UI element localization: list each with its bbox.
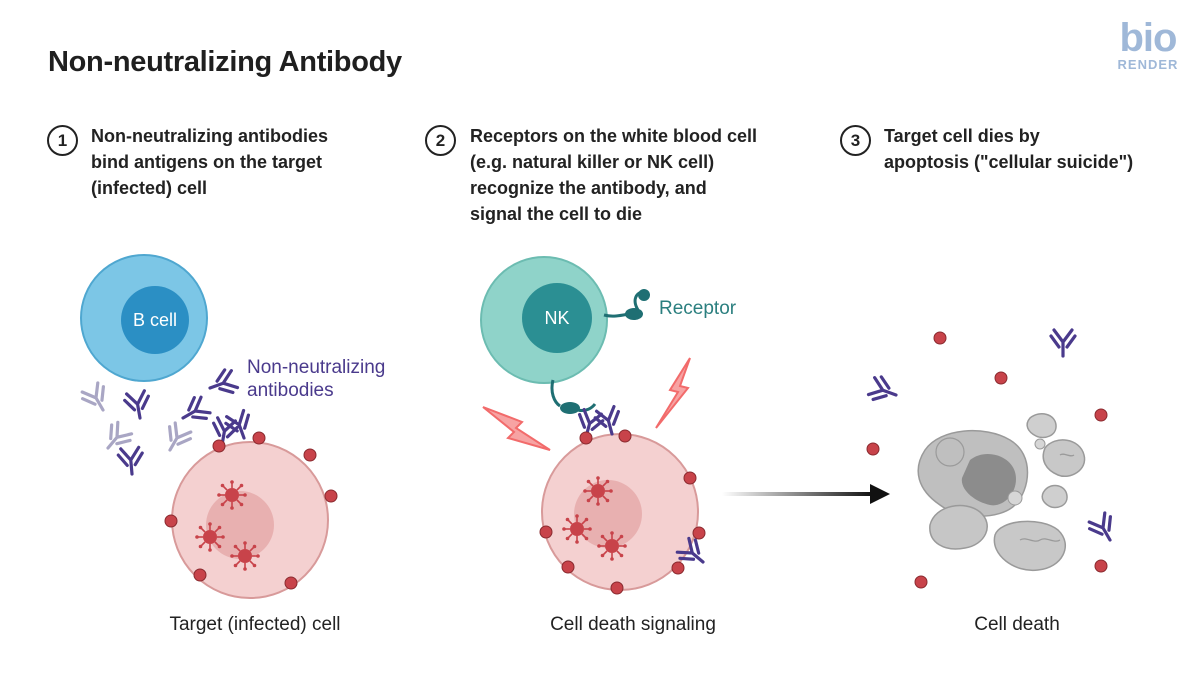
arrow [722, 484, 890, 504]
free-antigens-3 [866, 331, 1108, 589]
nk-label: NK [544, 308, 569, 328]
caption-1: Target (infected) cell [169, 614, 340, 635]
logo-top-text: bio [1119, 16, 1178, 60]
logo-bottom-text: RENDER [1117, 57, 1179, 72]
biorender-logo: bio RENDER [1112, 18, 1184, 72]
step-3-text: Target cell dies by apoptosis ("cellular… [884, 126, 1134, 172]
apoptotic-debris [917, 413, 1086, 571]
nk-cell [480, 256, 608, 384]
caption-2: Cell death signaling [550, 614, 716, 635]
page-title: Non-neutralizing Antibody [48, 46, 402, 78]
antibody-label-line-1: Non-neutralizing [247, 357, 385, 378]
step-1-number: 1 [47, 125, 78, 156]
antibody-label-line-2: antibodies [247, 380, 334, 401]
step-3-number: 3 [840, 125, 871, 156]
lightning-left [482, 406, 551, 451]
caption-3: Cell death [974, 614, 1060, 635]
antigens-1 [164, 431, 338, 590]
receptor-top [603, 289, 650, 320]
step-2-number: 2 [425, 125, 456, 156]
receptor-bottom [550, 379, 597, 414]
b-cell [80, 254, 208, 382]
antigens-2 [539, 429, 706, 595]
lightning-right [655, 357, 691, 429]
receptor-label: Receptor [659, 298, 737, 319]
b-cell-label: B cell [133, 310, 177, 330]
step-1-text: Non-neutralizing antibodies bind antigen… [91, 126, 328, 198]
step-2-text: Receptors on the white blood cell (e.g. … [470, 126, 758, 224]
target-cell-1 [171, 441, 329, 599]
